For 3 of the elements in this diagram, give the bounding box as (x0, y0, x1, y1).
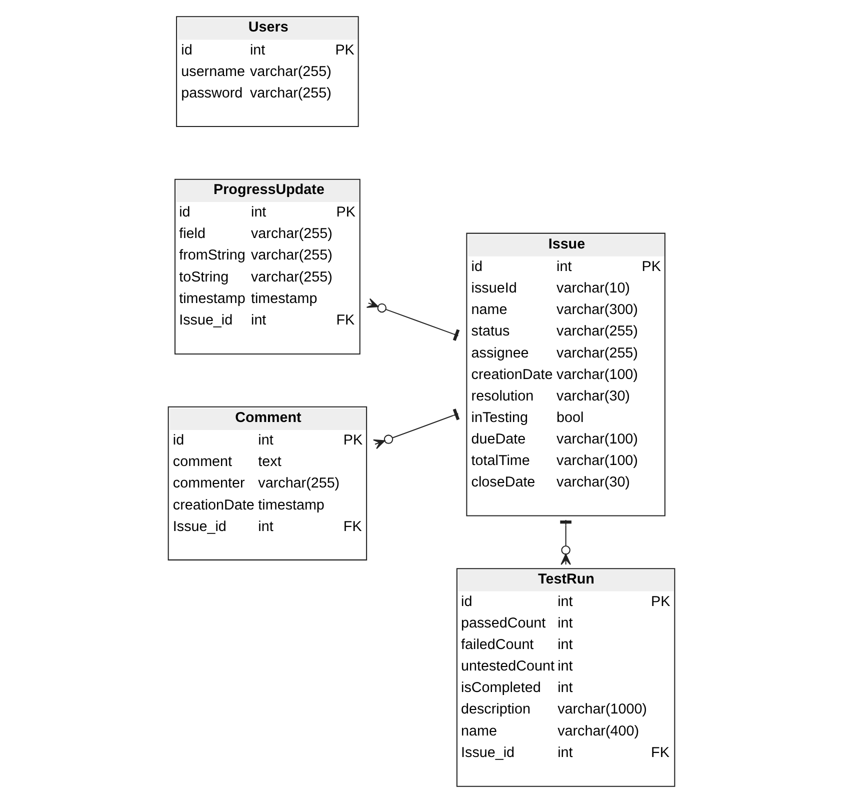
connector (560, 520, 571, 565)
connector (366, 298, 460, 341)
connector (372, 408, 460, 450)
